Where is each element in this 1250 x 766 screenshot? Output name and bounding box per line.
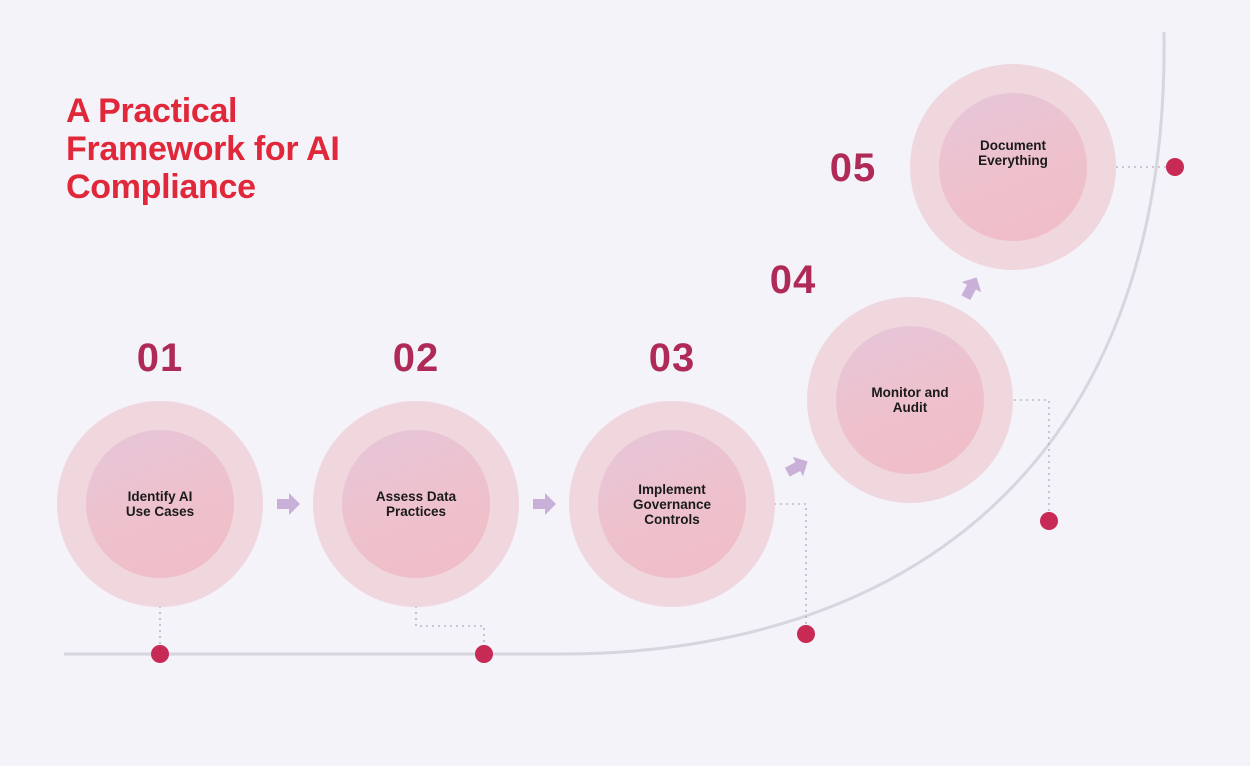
step-inner-4: Monitor and Audit bbox=[836, 326, 984, 474]
track-line bbox=[64, 31, 1166, 656]
milestone-dot-icon bbox=[475, 645, 493, 663]
step-label-4: Monitor and Audit bbox=[871, 385, 949, 415]
title-line-1: A Practical bbox=[66, 92, 238, 130]
step-inner-2: Assess Data Practices bbox=[342, 430, 490, 578]
step-inner-3: Implement Governance Controls bbox=[598, 430, 746, 578]
step-circle-1: Identify AI Use Cases bbox=[57, 401, 263, 607]
step-label-3: Implement Governance Controls bbox=[632, 481, 712, 527]
arrow-right-icon bbox=[533, 493, 556, 515]
step-circle-2: Assess Data Practices bbox=[313, 401, 519, 607]
step-label-5: Document Everything bbox=[978, 138, 1048, 168]
connector-3 bbox=[774, 503, 807, 630]
step-number-3: 03 bbox=[648, 336, 696, 380]
step-number-2: 02 bbox=[392, 336, 440, 380]
step-label-1: Identify AI Use Cases bbox=[125, 489, 195, 519]
step-number-1: 01 bbox=[136, 336, 184, 380]
arrow-right-icon bbox=[961, 277, 982, 301]
milestone-dot-icon bbox=[1166, 158, 1184, 176]
connector-2 bbox=[415, 606, 485, 650]
step-inner-1: Identify AI Use Cases bbox=[86, 430, 234, 578]
step-number-4: 04 bbox=[769, 258, 817, 302]
arrow-right-icon bbox=[277, 493, 300, 515]
milestone-dot-icon bbox=[151, 645, 169, 663]
step-label-2: Assess Data Practices bbox=[375, 489, 457, 519]
step-circle-3: Implement Governance Controls bbox=[569, 401, 775, 607]
page-title: A Practical Framework for AI Compliance bbox=[66, 92, 340, 206]
milestone-dot-icon bbox=[797, 625, 815, 643]
step-inner-5: Document Everything bbox=[939, 93, 1087, 241]
arrow-right-icon bbox=[784, 456, 808, 477]
title-line-2: Framework for AI bbox=[66, 130, 340, 168]
step-circle-5: Document Everything bbox=[910, 64, 1116, 270]
step-number-5: 05 bbox=[829, 146, 877, 190]
step-circle-4: Monitor and Audit bbox=[807, 297, 1013, 503]
milestone-dot-icon bbox=[1040, 512, 1058, 530]
title-line-3: Compliance bbox=[66, 168, 256, 206]
connector-4 bbox=[1014, 399, 1050, 517]
